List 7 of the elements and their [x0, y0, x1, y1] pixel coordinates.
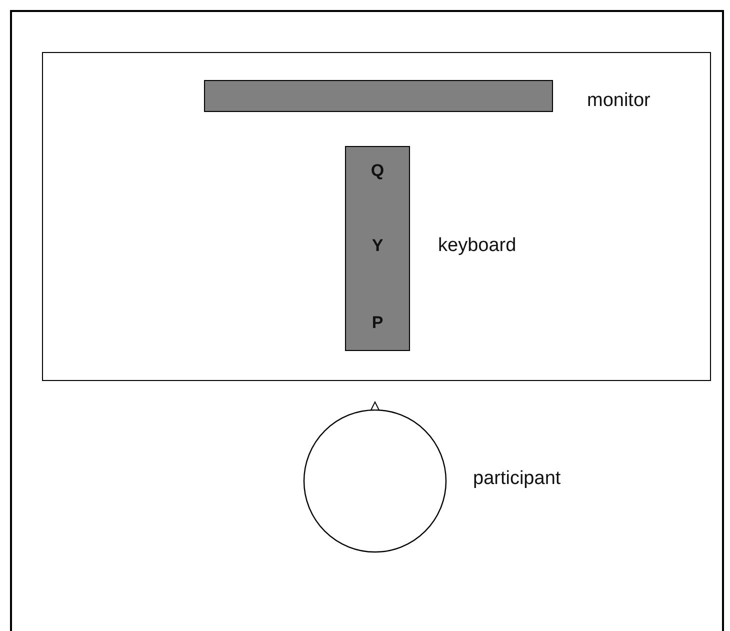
key-label: Q — [370, 161, 386, 181]
table-outline — [42, 52, 711, 381]
part-label: participant — [473, 468, 561, 490]
part-label: keyboard — [438, 235, 516, 257]
part-label: monitor — [587, 90, 650, 112]
key-label: P — [370, 313, 384, 333]
key-label: Y — [370, 236, 384, 256]
